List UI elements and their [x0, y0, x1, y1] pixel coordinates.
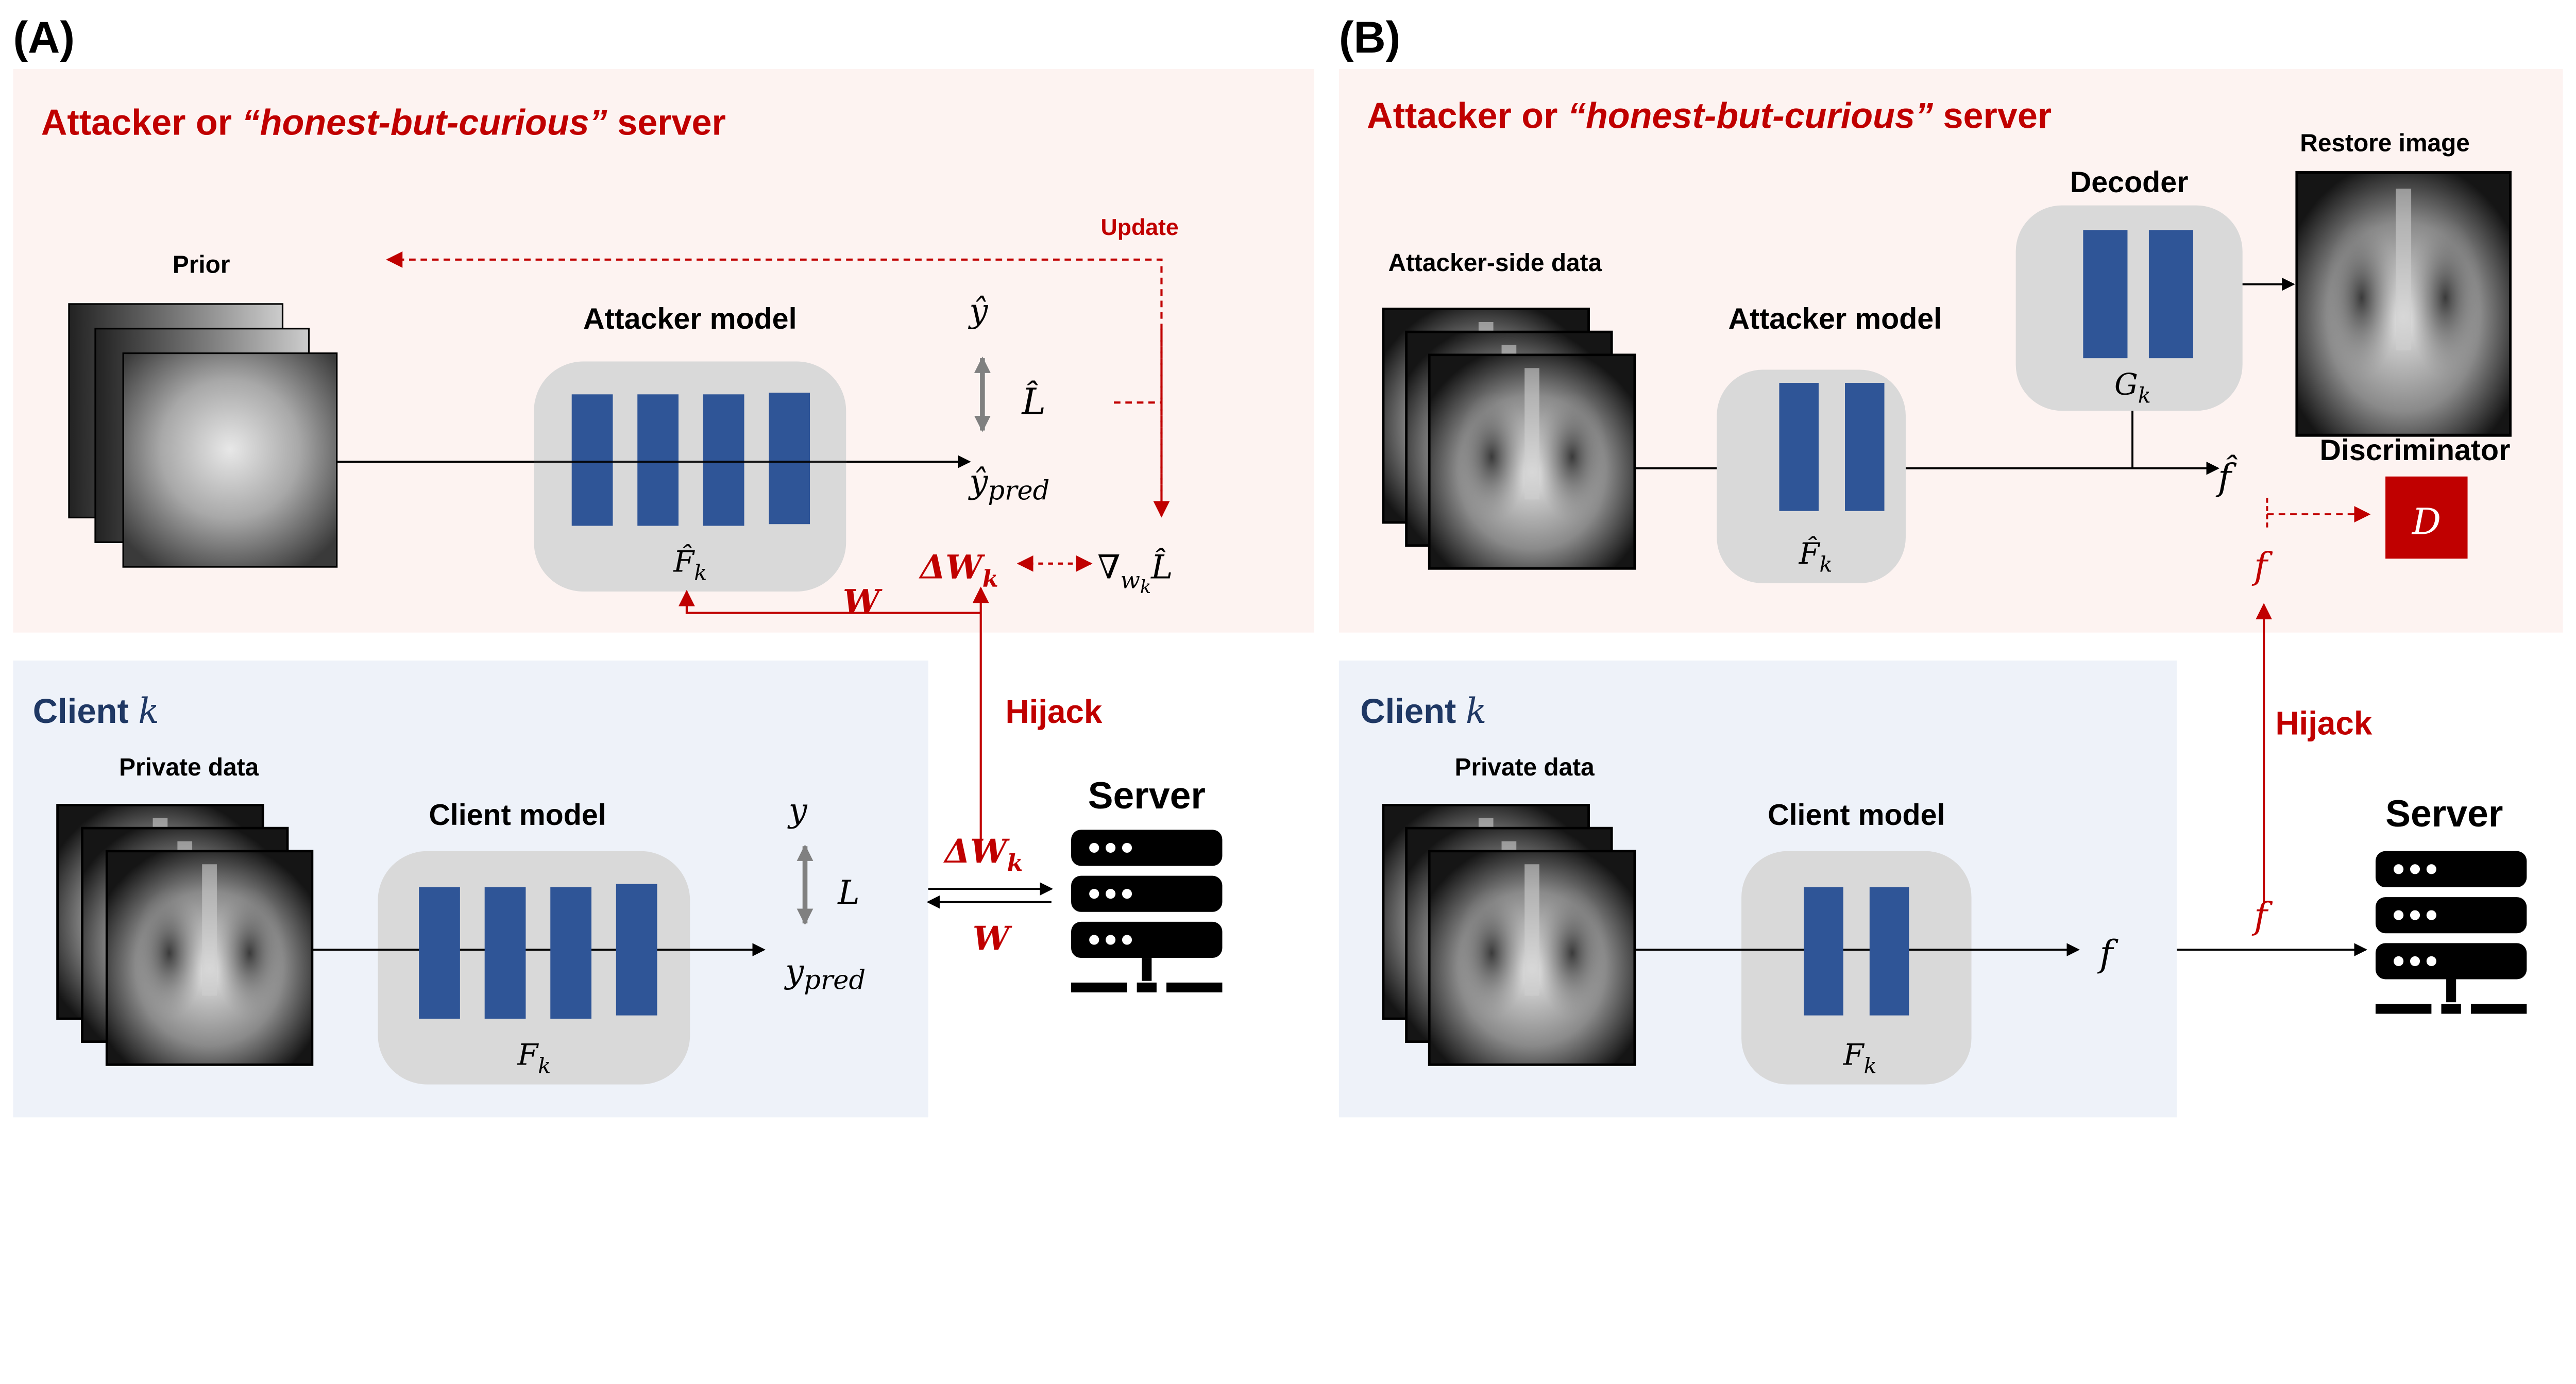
restored-image: [2297, 173, 2511, 435]
attacker-model-label-b: Attacker model: [1728, 302, 1942, 335]
f-red-client: f: [2251, 895, 2273, 937]
private-data-label-a: Private data: [119, 754, 259, 781]
private-data-stack-a: [58, 805, 312, 1065]
layer: [571, 394, 613, 526]
discriminator-box: [2385, 476, 2468, 559]
layer: [1779, 382, 1819, 511]
layer: [1844, 382, 1885, 511]
hijack-label-a: Hijack: [1006, 693, 1103, 730]
hijack-label-b: Hijack: [2275, 704, 2372, 741]
layer: [484, 887, 526, 1019]
update-dashed-arrow: [386, 251, 1163, 515]
decoder-symbol: Gk: [2114, 367, 2151, 408]
client-model-symbol-b: Fk: [1843, 1037, 1877, 1078]
loss-label: L: [837, 874, 859, 912]
decoder-label: Decoder: [2070, 166, 2189, 199]
delta-w-client: ΔWk: [943, 832, 1023, 876]
attacker-model-symbol-b: F̂k: [1799, 535, 1833, 577]
client-model-layers-a: [419, 884, 657, 1019]
discriminator-symbol: D: [2411, 500, 2441, 543]
client-model-label-b: Client model: [1768, 799, 1945, 832]
prior-label: Prior: [173, 251, 230, 278]
client-model-symbol-a: Fk: [517, 1037, 551, 1078]
client-title-a: Client k: [33, 691, 159, 731]
private-data-label-b: Private data: [1455, 754, 1595, 781]
w-attacker: W: [843, 582, 883, 621]
server-icon: [2375, 851, 2527, 1014]
server-label-a: Server: [1088, 774, 1206, 817]
y-label: y: [787, 791, 808, 830]
layer: [1804, 887, 1843, 1016]
discriminator-label: Discriminator: [2320, 434, 2511, 467]
w-to-attacker-model-arrow: [678, 589, 981, 614]
layer: [769, 393, 810, 525]
server-label-b: Server: [2385, 792, 2503, 835]
decoder-layers: [2083, 230, 2194, 359]
layer: [419, 887, 460, 1019]
w-client: W: [973, 919, 1012, 958]
attacker-model-symbol: F̂k: [673, 544, 707, 585]
delta-w-attacker: ΔWk: [919, 548, 998, 592]
restore-image-label: Restore image: [2300, 129, 2470, 157]
attacker-data-label: Attacker-side data: [1388, 249, 1602, 277]
y-pred-label: ypred: [784, 953, 866, 996]
layer: [637, 394, 679, 526]
client-model-box-b: [1741, 851, 1972, 1085]
panel-b-label: (B): [1339, 13, 1401, 62]
prior-image-stack: [68, 303, 338, 568]
attacker-title-a: Attacker or “honest-but-curious” server: [41, 102, 726, 142]
layer: [2148, 230, 2194, 359]
gradient-loss: ∇wkL̂: [1097, 548, 1173, 598]
server-icon: [1071, 830, 1223, 993]
layer: [616, 884, 657, 1016]
client-model-layers-b: [1804, 887, 1909, 1016]
client-title-b: Client k: [1360, 691, 1486, 731]
layer: [703, 394, 744, 526]
loss-hat: L̂: [1021, 380, 1046, 423]
attacker-title-b: Attacker or “honest-but-curious” server: [1367, 95, 2052, 136]
layer: [1869, 887, 1909, 1016]
y-pred-hat: ŷpred: [968, 463, 1049, 507]
layer: [550, 887, 591, 1019]
attacker-model-layers: [571, 393, 810, 526]
layer: [2083, 230, 2128, 359]
diagram: (A) Attacker or “honest-but-curious” ser…: [13, 13, 2563, 1118]
private-data-stack-b: [1383, 805, 1635, 1065]
y-hat: ŷ: [968, 292, 988, 330]
attacker-model-label: Attacker model: [583, 302, 797, 335]
client-model-label-a: Client model: [429, 799, 606, 832]
panel-a-label: (A): [13, 13, 75, 62]
attacker-model-layers-b: [1779, 382, 1885, 511]
attacker-data-stack: [1383, 309, 1635, 568]
update-label: Update: [1100, 215, 1178, 240]
